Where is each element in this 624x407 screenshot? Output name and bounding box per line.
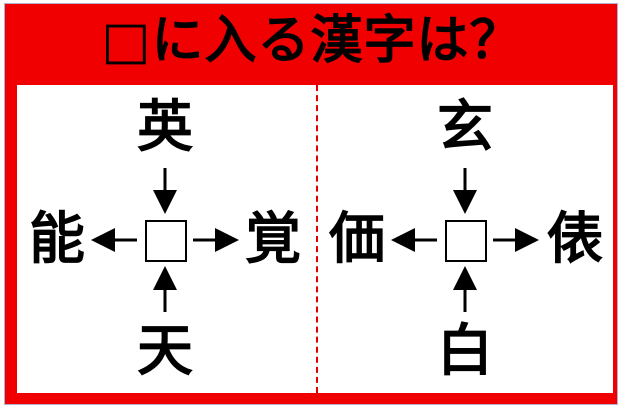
- kanji-right: 覚: [245, 207, 301, 272]
- kanji-left: 価: [329, 207, 385, 272]
- kanji-bottom: 天: [137, 319, 193, 384]
- blank-box: [445, 220, 487, 262]
- page-title: □に入る漢字は？: [101, 11, 523, 71]
- kanji-bottom: 白: [437, 319, 493, 384]
- blank-box: [145, 220, 187, 262]
- dashed-divider: [316, 85, 318, 393]
- kanji-right: 俵: [547, 207, 603, 272]
- kanji-top: 玄: [437, 95, 493, 160]
- kanji-left: 能: [29, 207, 85, 272]
- kanji-top: 英: [137, 95, 193, 160]
